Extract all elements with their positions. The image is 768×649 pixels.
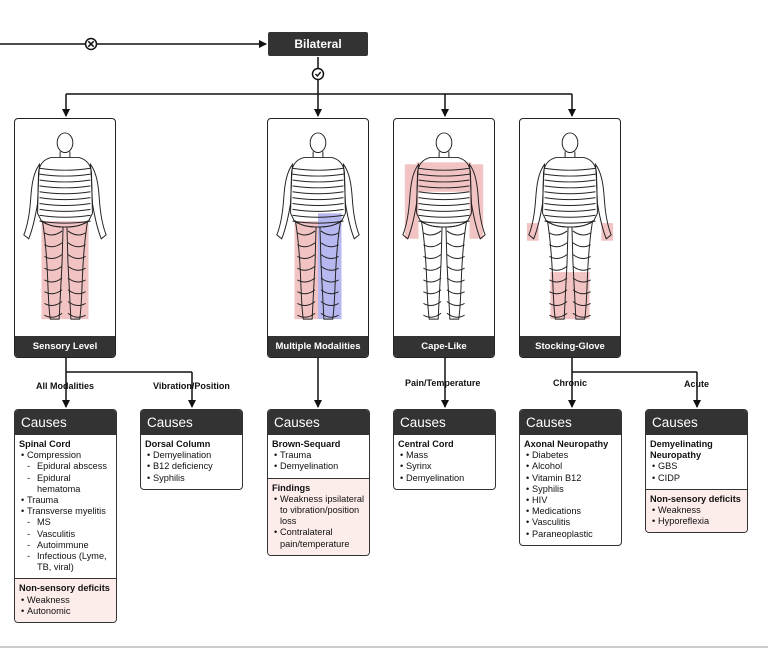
cause-item: Mass — [398, 450, 491, 461]
cause-item: Compression — [19, 450, 112, 461]
cause-item: Trauma — [19, 495, 112, 506]
body-figure — [526, 132, 614, 320]
panel-label: Multiple Modalities — [268, 336, 368, 357]
edge-label-chronic: Chronic — [553, 378, 588, 388]
panel-multiple-modalities: Multiple Modalities — [267, 118, 369, 358]
panel-sensory-level: Sensory Level — [14, 118, 116, 358]
cause-item: Vasculitis — [524, 517, 617, 528]
causes-header: Causes — [15, 410, 116, 435]
edge-label-acute: Acute — [684, 379, 710, 389]
extra-item: Weakness ipsilateral to vibration/positi… — [272, 494, 365, 528]
causes-box-multiple-modalities: Causes Brown-SequardTraumaDemyelination … — [267, 409, 370, 556]
causes-title: Brown-Sequard — [272, 439, 341, 449]
cause-item: Alcohol — [524, 461, 617, 472]
cause-item: Demyelination — [272, 461, 365, 472]
causes-header: Causes — [268, 410, 369, 435]
causes-title: Axonal Neuropathy — [524, 439, 609, 449]
blocked-icon — [84, 37, 98, 51]
cause-item: Syphilis — [524, 484, 617, 495]
panel-label: Sensory Level — [15, 336, 115, 357]
causes-box-sensory-level: Causes Spinal CordCompressionEpidural ab… — [14, 409, 117, 624]
cause-item: MS — [19, 517, 112, 528]
cause-item: Trauma — [272, 450, 365, 461]
causes-header: Causes — [520, 410, 621, 435]
cause-item: Demyelination — [145, 450, 238, 461]
cause-item: B12 deficiency — [145, 461, 238, 472]
cause-item: HIV — [524, 495, 617, 506]
edge-label-all-modalities: All Modalities — [36, 381, 95, 391]
cause-item: Autoimmune — [19, 540, 112, 551]
cause-item: GBS — [650, 461, 743, 472]
cause-item: Infectious (Lyme, TB, viral) — [19, 551, 112, 573]
cause-item: Epidural abscess — [19, 461, 112, 472]
cause-item: Vasculitis — [19, 529, 112, 540]
cause-item: CIDP — [650, 473, 743, 484]
body-figure — [402, 132, 486, 320]
panel-stocking-glove: Stocking-Glove — [519, 118, 621, 358]
causes-header: Causes — [394, 410, 495, 435]
causes-title: Central Cord — [398, 439, 454, 449]
extra-item: Weakness — [650, 505, 743, 516]
causes-header: Causes — [141, 410, 242, 435]
causes-box-dorsal-column: Causes Dorsal ColumnDemyelinationB12 def… — [140, 409, 243, 490]
cause-item: Epidural hematoma — [19, 473, 112, 495]
body-figure — [23, 132, 107, 320]
causes-title: Demyelinating Neuropathy — [650, 439, 713, 461]
causes-box-chronic: Causes Axonal NeuropathyDiabetesAlcoholV… — [519, 409, 622, 546]
extra-title: Findings — [272, 482, 311, 493]
cause-item: Demyelination — [398, 473, 491, 484]
edge-label-pain-temperature: Pain/Temperature — [405, 378, 481, 388]
causes-header: Causes — [646, 410, 747, 435]
extra-item: Weakness — [19, 595, 112, 606]
extra-title: Non-sensory deficits — [19, 583, 110, 594]
cause-item: Diabetes — [524, 450, 617, 461]
check-icon — [311, 67, 325, 81]
causes-box-acute: Causes Demyelinating NeuropathyGBSCIDP N… — [645, 409, 748, 534]
extra-title: Non-sensory deficits — [650, 493, 741, 504]
causes-title: Dorsal Column — [145, 439, 211, 449]
extra-item: Contralateral pain/temperature — [272, 527, 365, 549]
extra-item: Hyporeflexia — [650, 516, 743, 527]
causes-title: Spinal Cord — [19, 439, 71, 449]
bilateral-node: Bilateral — [268, 32, 368, 56]
panel-label: Cape-Like — [394, 336, 494, 357]
cause-item: Paraneoplastic — [524, 529, 617, 540]
panel-cape-like: Cape-Like — [393, 118, 495, 358]
causes-box-cape-like: Causes Central CordMassSyrinxDemyelinati… — [393, 409, 496, 490]
cause-item: Medications — [524, 506, 617, 517]
panel-label: Stocking-Glove — [520, 336, 620, 357]
cause-item: Syphilis — [145, 473, 238, 484]
cause-item: Vitamin B12 — [524, 473, 617, 484]
body-figure — [276, 132, 360, 320]
extra-item: Autonomic — [19, 606, 112, 617]
cause-item: Syrinx — [398, 461, 491, 472]
cause-item: Transverse myelitis — [19, 506, 112, 517]
edge-label-vibration-position: Vibration/Position — [153, 381, 230, 391]
